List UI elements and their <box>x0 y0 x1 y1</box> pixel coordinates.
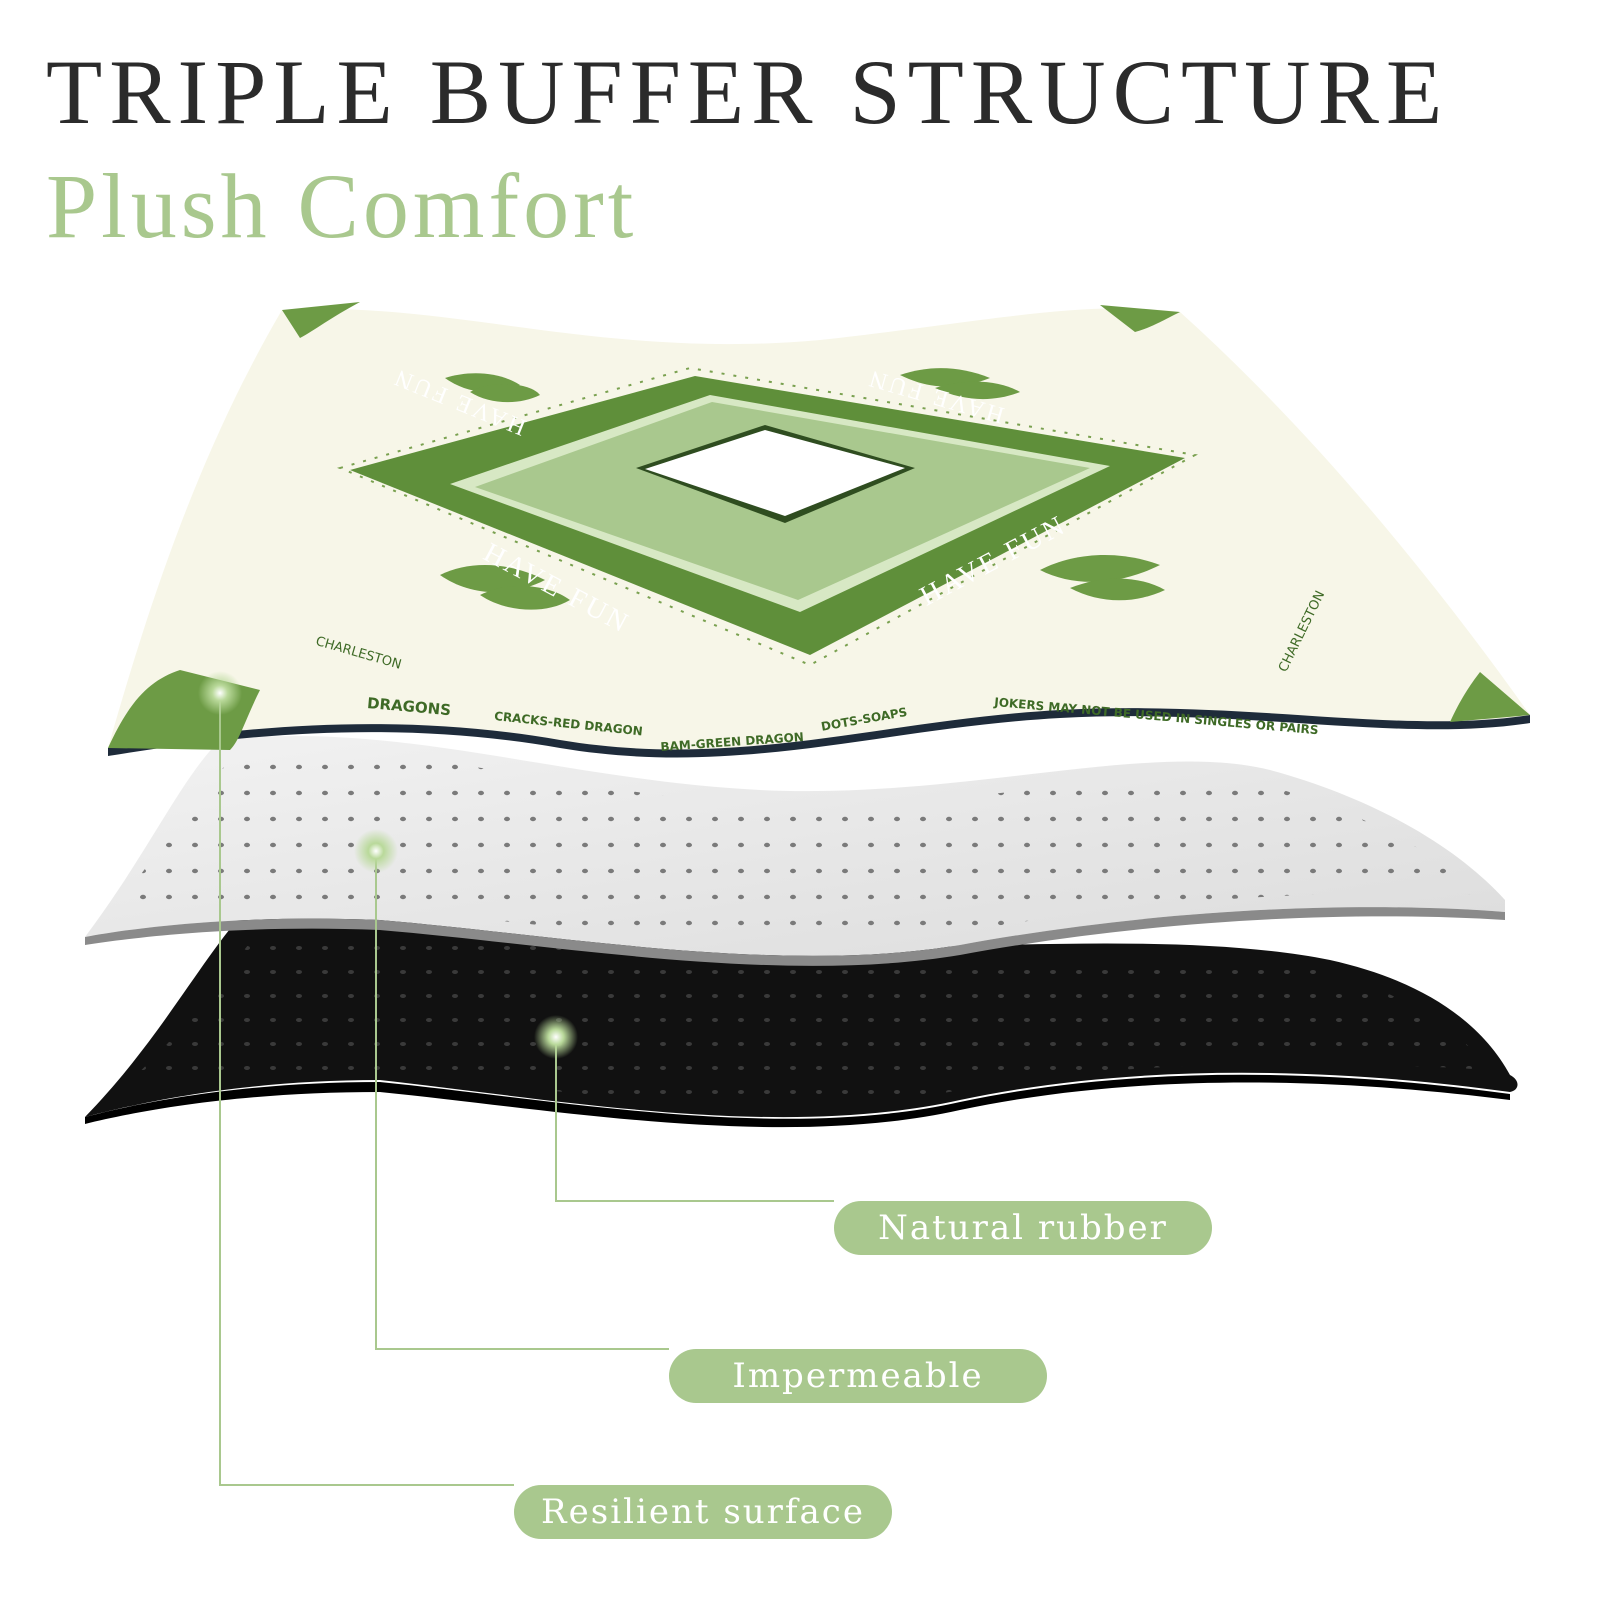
leader-lines <box>219 693 834 1486</box>
callout-resilient-surface: Resilient surface <box>514 1485 892 1539</box>
leaf-motif <box>440 368 1165 610</box>
rubber-layer <box>85 902 1518 1128</box>
callout-natural-rubber: Natural rubber <box>834 1201 1212 1255</box>
impermeable-layer <box>85 735 1505 966</box>
page-subtitle: Plush Comfort <box>46 155 638 257</box>
anchor-dots <box>198 671 578 1059</box>
mat-surface <box>108 302 1530 758</box>
page-title: TRIPLE BUFFER STRUCTURE <box>46 41 1450 143</box>
callout-impermeable: Impermeable <box>669 1349 1047 1403</box>
